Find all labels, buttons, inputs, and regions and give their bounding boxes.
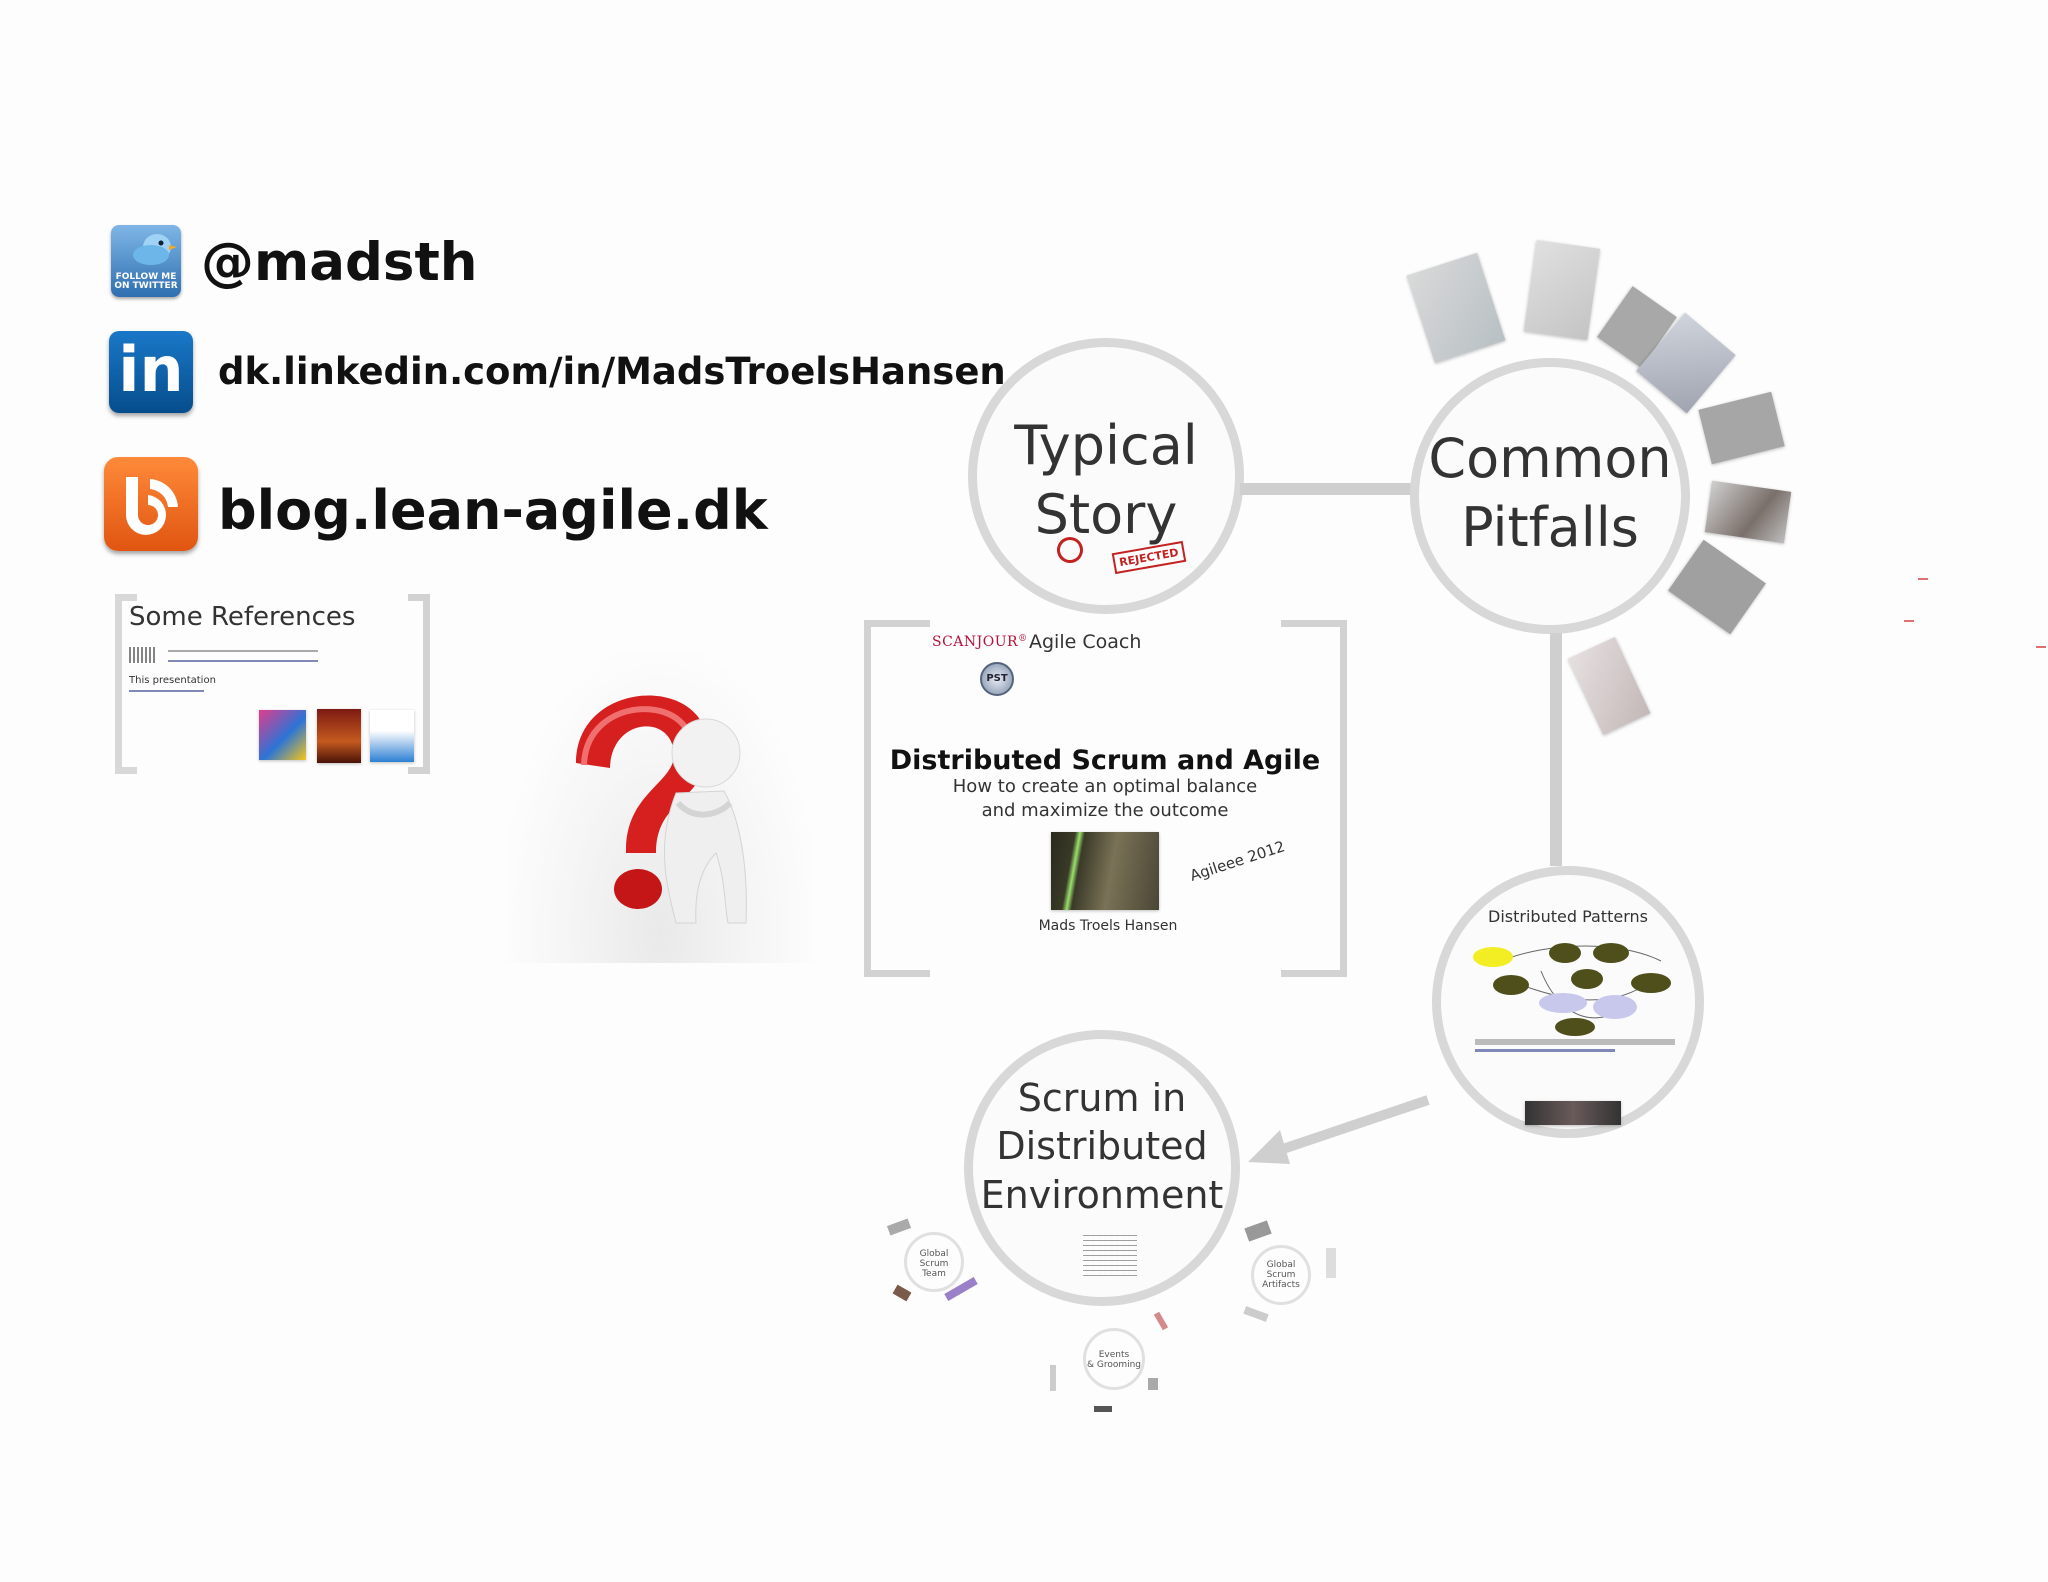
global-scrum-artifacts-circle[interactable]: Global Scrum Artifacts	[1251, 1245, 1311, 1305]
patterns-diagram	[1471, 941, 1681, 1053]
yoda-photo	[1051, 832, 1159, 910]
presentation-subtitle-line1: How to create an optimal balance	[880, 776, 1330, 797]
offscreen-mark-3	[2036, 646, 2046, 648]
events-thumb-1	[1050, 1365, 1056, 1391]
book-cover-1	[259, 710, 306, 760]
linkedin-icon[interactable]: in	[109, 331, 193, 413]
distributed-patterns-title: Distributed Patterns	[1441, 907, 1695, 927]
scrum-environment-circle[interactable]: Scrum in Distributed Environment	[964, 1030, 1240, 1306]
patterns-video-thumb[interactable]	[1525, 1101, 1621, 1125]
offscreen-mark-1	[1918, 578, 1928, 580]
common-pitfalls-circle[interactable]: Common Pitfalls	[1410, 358, 1690, 634]
artifacts-thumb-2	[1326, 1248, 1336, 1278]
team-line3: Team	[907, 1269, 961, 1279]
title-frame-left[interactable]	[864, 620, 930, 977]
common-pitfalls-title-line2: Pitfalls	[1419, 495, 1681, 561]
agile-coach-label: Agile Coach	[1029, 631, 1141, 653]
references-link-line-2	[168, 660, 318, 662]
typical-story-title-line2: Story	[977, 482, 1235, 548]
twitter-handle[interactable]: @madsth	[201, 232, 478, 293]
presentation-heading: Distributed Scrum and Agile	[880, 745, 1330, 776]
scanjour-name: SCANJOUR	[932, 634, 1018, 650]
scrum-env-mini-diagram	[1083, 1234, 1137, 1276]
blog-url[interactable]: blog.lean-agile.dk	[218, 479, 768, 542]
scrum-env-title-line1: Scrum in	[973, 1075, 1231, 1122]
pst-badge: PST	[980, 662, 1014, 696]
artifacts-line2: Scrum	[1254, 1270, 1308, 1280]
scrum-env-title-line3: Environment	[973, 1172, 1231, 1219]
pitfall-photo-6[interactable]	[1705, 481, 1791, 544]
scrum-env-title-line2: Distributed	[973, 1123, 1231, 1170]
linkedin-icon-glyph: in	[109, 337, 193, 403]
events-thumb-4	[1094, 1406, 1112, 1412]
title-frame-right	[1281, 620, 1347, 977]
artifacts-line1: Global	[1254, 1260, 1308, 1270]
artifacts-line3: Artifacts	[1254, 1280, 1308, 1290]
twitter-badge-text: FOLLOW ME ON TWITTER	[113, 273, 179, 291]
typical-story-title-line1: Typical	[977, 413, 1235, 479]
scanjour-mark: ®	[1018, 634, 1028, 644]
linkedin-url[interactable]: dk.linkedin.com/in/MadsTroelsHansen	[218, 350, 1006, 393]
events-thumb-3	[1148, 1378, 1158, 1390]
presentation-subtitle-line2: and maximize the outcome	[880, 800, 1330, 821]
pitfall-photo-2[interactable]	[1524, 240, 1600, 340]
author-name: Mads Troels Hansen	[1000, 918, 1216, 934]
references-thumb-small	[129, 647, 157, 663]
this-presentation-link[interactable]	[129, 690, 204, 692]
blog-rss-icon	[104, 457, 198, 551]
common-pitfalls-title-line1: Common	[1419, 426, 1681, 492]
distributed-patterns-circle[interactable]: Distributed Patterns	[1432, 866, 1704, 1138]
book-cover-3	[370, 710, 414, 762]
book-cover-2	[317, 709, 361, 763]
references-link-line	[168, 650, 318, 652]
global-scrum-team-circle[interactable]: Global Scrum Team	[904, 1232, 964, 1292]
scanjour-logo: SCANJOUR®	[932, 634, 1028, 650]
question-mark-figure-icon	[506, 653, 814, 963]
team-line1: Global	[907, 1249, 961, 1259]
offscreen-mark-2	[1904, 620, 1914, 622]
events-line1: Events	[1086, 1350, 1142, 1360]
events-line2: & Grooming	[1086, 1360, 1142, 1370]
typical-story-circle[interactable]: Typical Story REJECTED	[968, 338, 1244, 614]
connector-story-pitfalls	[1240, 483, 1414, 495]
arrow-patterns-to-scrum	[1238, 1090, 1434, 1170]
this-presentation-label: This presentation	[129, 675, 216, 686]
team-line2: Scrum	[907, 1259, 961, 1269]
events-grooming-circle[interactable]: Events & Grooming	[1083, 1328, 1145, 1390]
twitter-icon[interactable]: FOLLOW ME ON TWITTER	[111, 225, 181, 297]
connector-pitfalls-patterns	[1550, 633, 1562, 866]
pst-badge-text: PST	[986, 673, 1007, 684]
references-title: Some References	[129, 602, 355, 632]
blog-icon[interactable]	[104, 457, 198, 551]
